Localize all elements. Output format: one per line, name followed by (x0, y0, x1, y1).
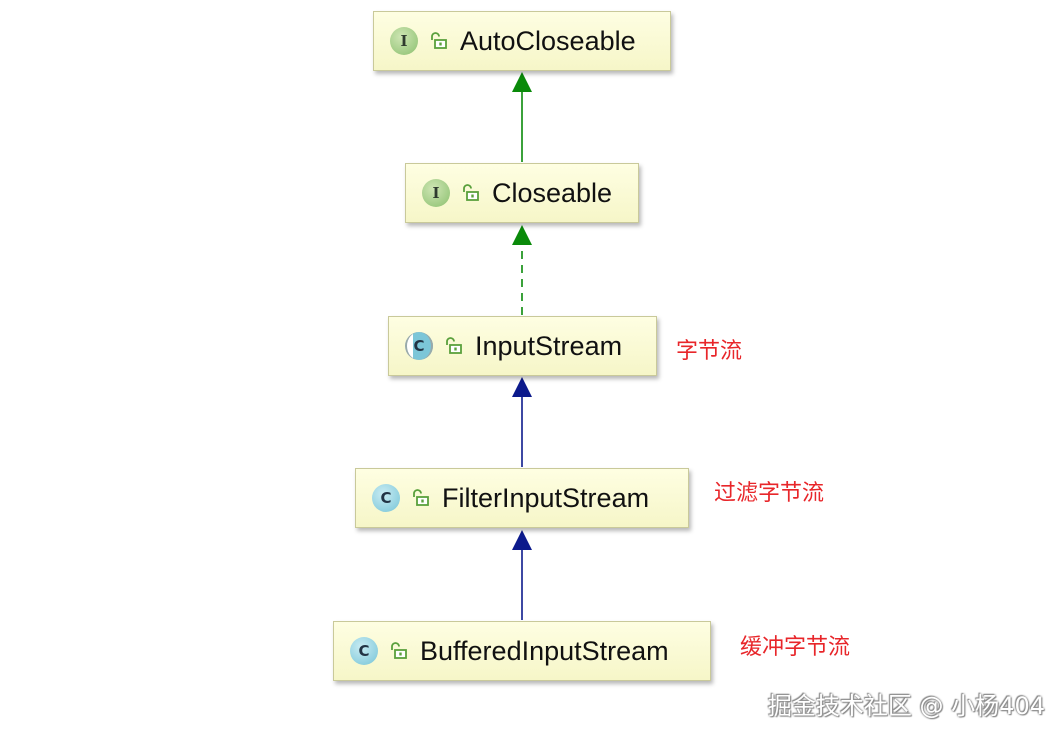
node-autocloseable[interactable]: I AutoCloseable (373, 11, 671, 71)
node-label: AutoCloseable (460, 25, 636, 56)
class-icon: C (372, 484, 400, 512)
node-label: InputStream (475, 330, 623, 361)
unlocked-icon (431, 32, 447, 49)
edge-closeable-to-autocloseable (512, 72, 532, 162)
note-inputstream: 字节流 (676, 339, 743, 364)
node-filterinputstream[interactable]: C FilterInputStream (355, 468, 689, 528)
node-bufferedinputstream[interactable]: C BufferedInputStream (333, 621, 711, 681)
arrowhead-icon (512, 377, 532, 397)
node-label: BufferedInputStream (420, 635, 669, 666)
unlocked-icon (413, 489, 429, 506)
class-icon: C (350, 637, 378, 665)
abstract-class-icon: C (405, 332, 433, 360)
watermark: 掘金技术社区 @ 小杨404 (767, 692, 1045, 720)
unlocked-icon (446, 337, 462, 354)
node-inputstream[interactable]: C InputStream (388, 316, 657, 376)
arrowhead-icon (512, 225, 532, 245)
edge-filterinputstream-to-inputstream (512, 377, 532, 467)
unlocked-icon (391, 642, 407, 659)
arrowhead-icon (512, 72, 532, 92)
edge-inputstream-to-closeable (512, 225, 532, 315)
note-bufferedinputstream: 缓冲字节流 (740, 635, 851, 660)
node-closeable[interactable]: I Closeable (405, 163, 639, 223)
edge-bufferedinputstream-to-filterinputstream (512, 530, 532, 620)
arrowhead-icon (512, 530, 532, 550)
node-label: FilterInputStream (442, 482, 650, 513)
unlocked-icon (463, 184, 479, 201)
node-label: Closeable (492, 177, 613, 208)
interface-icon: I (390, 27, 418, 55)
interface-icon: I (422, 179, 450, 207)
note-filterinputstream: 过滤字节流 (714, 481, 825, 506)
